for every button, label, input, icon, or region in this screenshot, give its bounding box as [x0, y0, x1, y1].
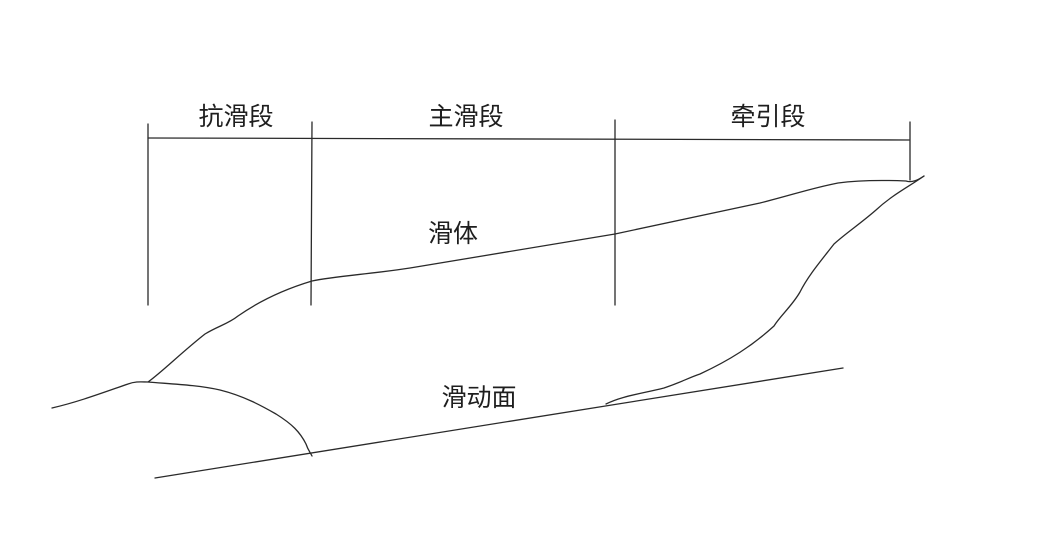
sliding-surface-label: 滑动面	[441, 383, 516, 412]
segment-label-main: 主滑段	[428, 102, 503, 131]
segment-header	[148, 120, 910, 305]
toe-outline	[148, 382, 312, 456]
segment-label-resist: 抗滑段	[198, 102, 273, 131]
header-line	[148, 138, 909, 140]
slide-body-top-outline	[52, 176, 924, 408]
segment-label-traction: 牵引段	[730, 102, 805, 131]
rear-scarp	[606, 176, 924, 404]
slide-body-label: 滑体	[428, 219, 478, 248]
divider-resist-main	[311, 122, 312, 305]
